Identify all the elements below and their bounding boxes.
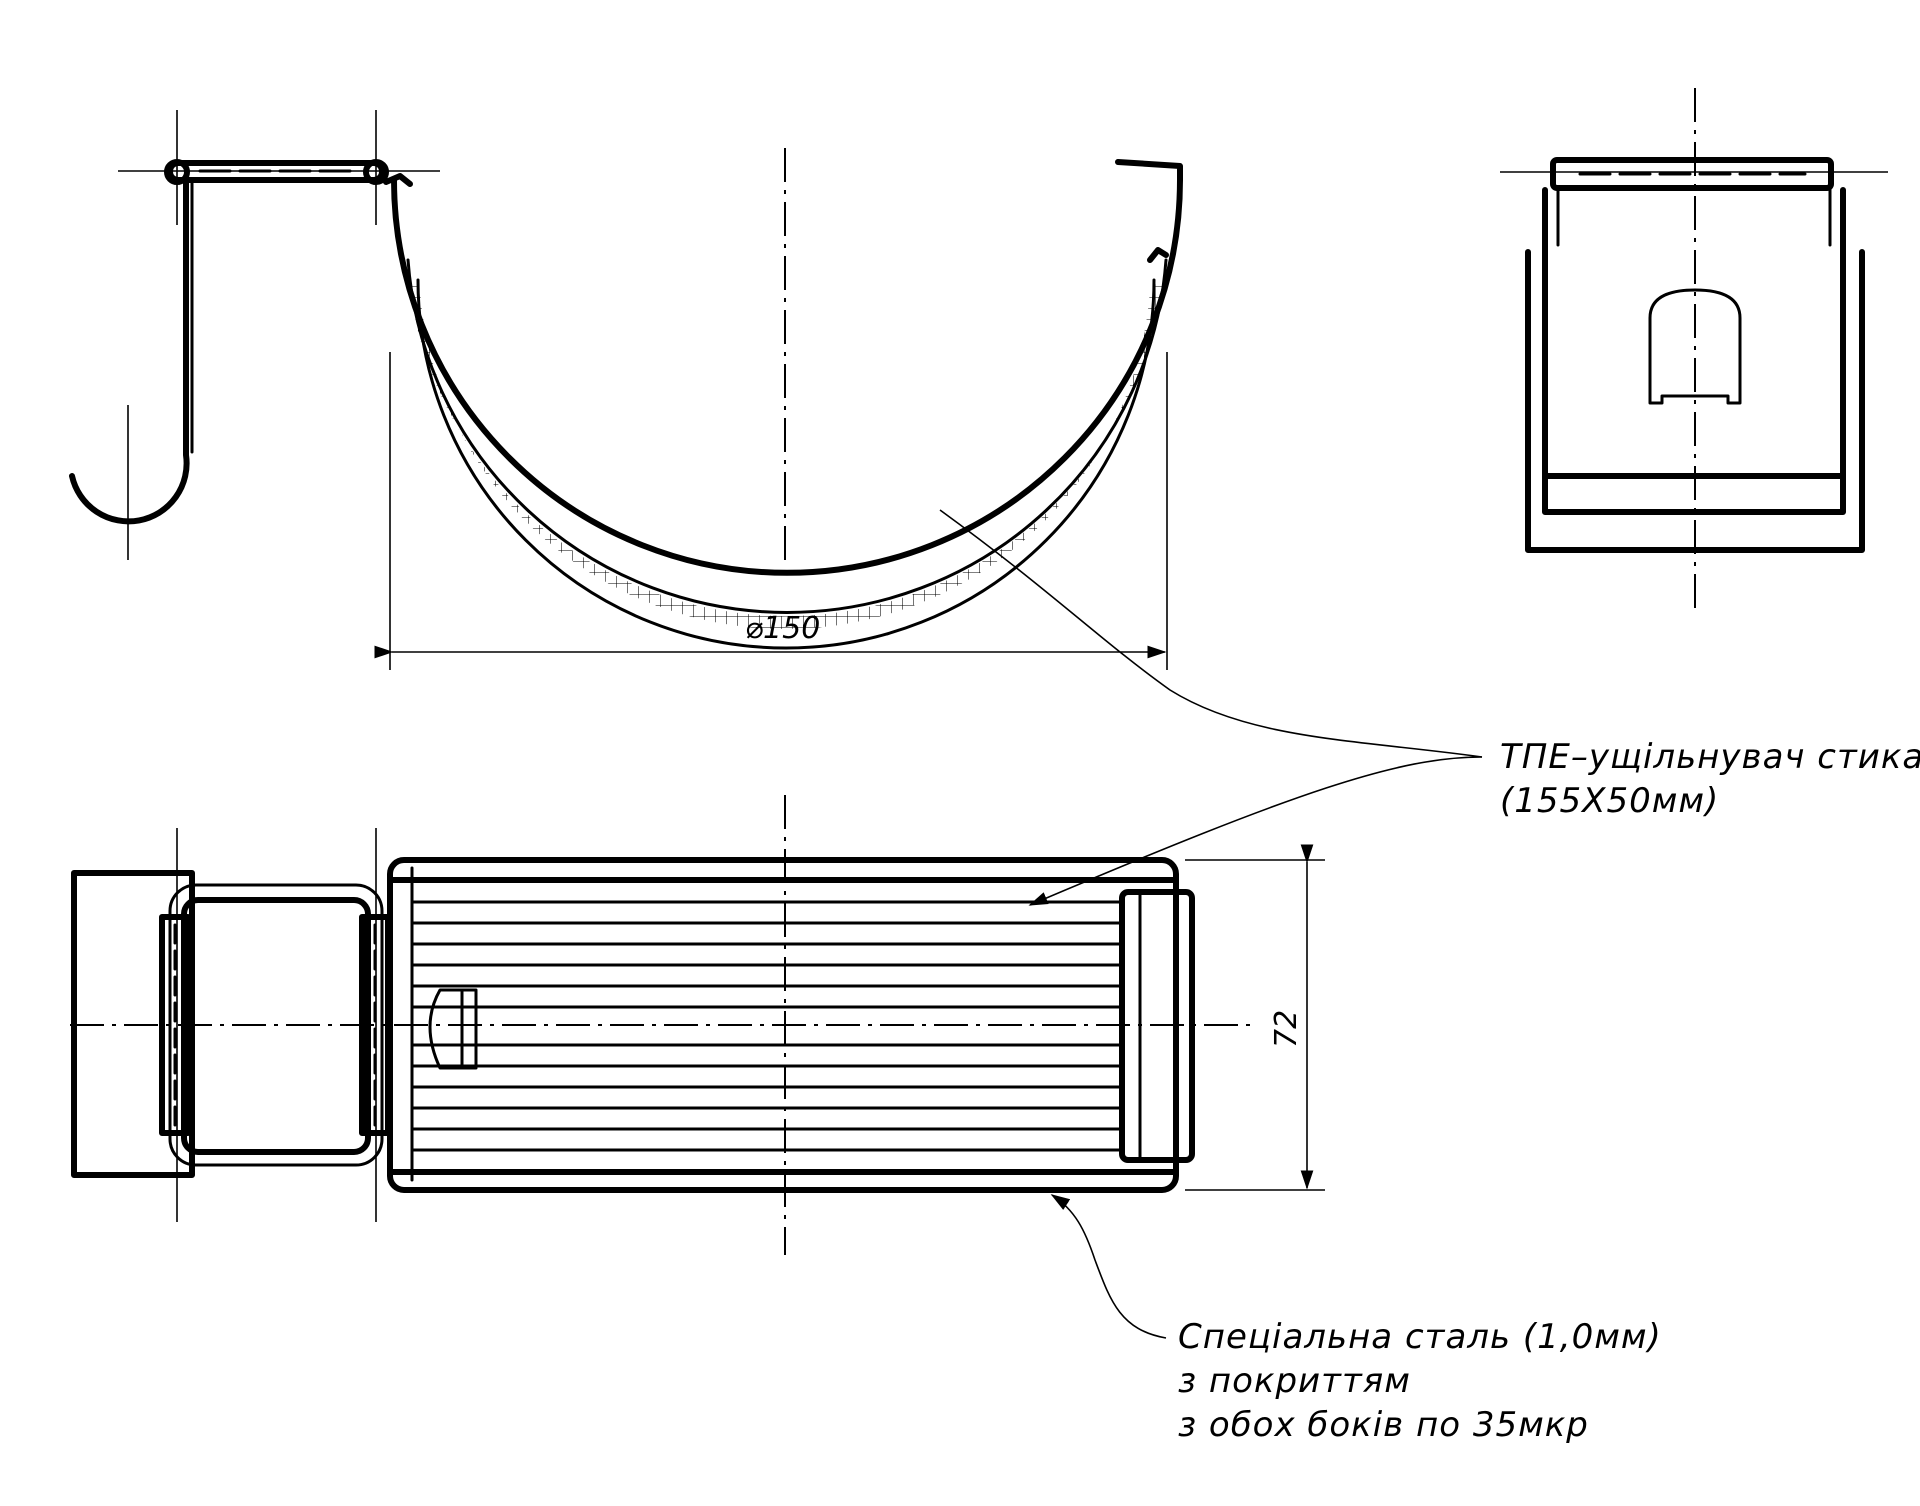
steel-label-line1: Спеціальна сталь (1,0мм) [1178, 1317, 1662, 1357]
hook-bracket-view [69, 110, 440, 560]
side-view [1500, 88, 1888, 610]
top-view: 72 [70, 795, 1325, 1255]
width-dimension: 72 [1269, 1010, 1304, 1048]
seal-label-line1: ТПЕ–ущільнувач стика [1500, 737, 1920, 777]
gutter-section-view: ⌀150 [374, 148, 1183, 670]
diameter-dimension: ⌀150 [745, 611, 820, 646]
steel-label-line2: з покриттям [1178, 1361, 1411, 1401]
seal-ribs [410, 900, 1124, 1152]
seal-label-line2: (155X50мм) [1500, 781, 1719, 821]
steel-label-line3: з обох боків по 35мкр [1178, 1405, 1589, 1445]
steel-callout: Спеціальна сталь (1,0мм) з покриттям з о… [1050, 1194, 1662, 1445]
seal-callout: ТПЕ–ущільнувач стика (155X50мм) [939, 509, 1920, 906]
